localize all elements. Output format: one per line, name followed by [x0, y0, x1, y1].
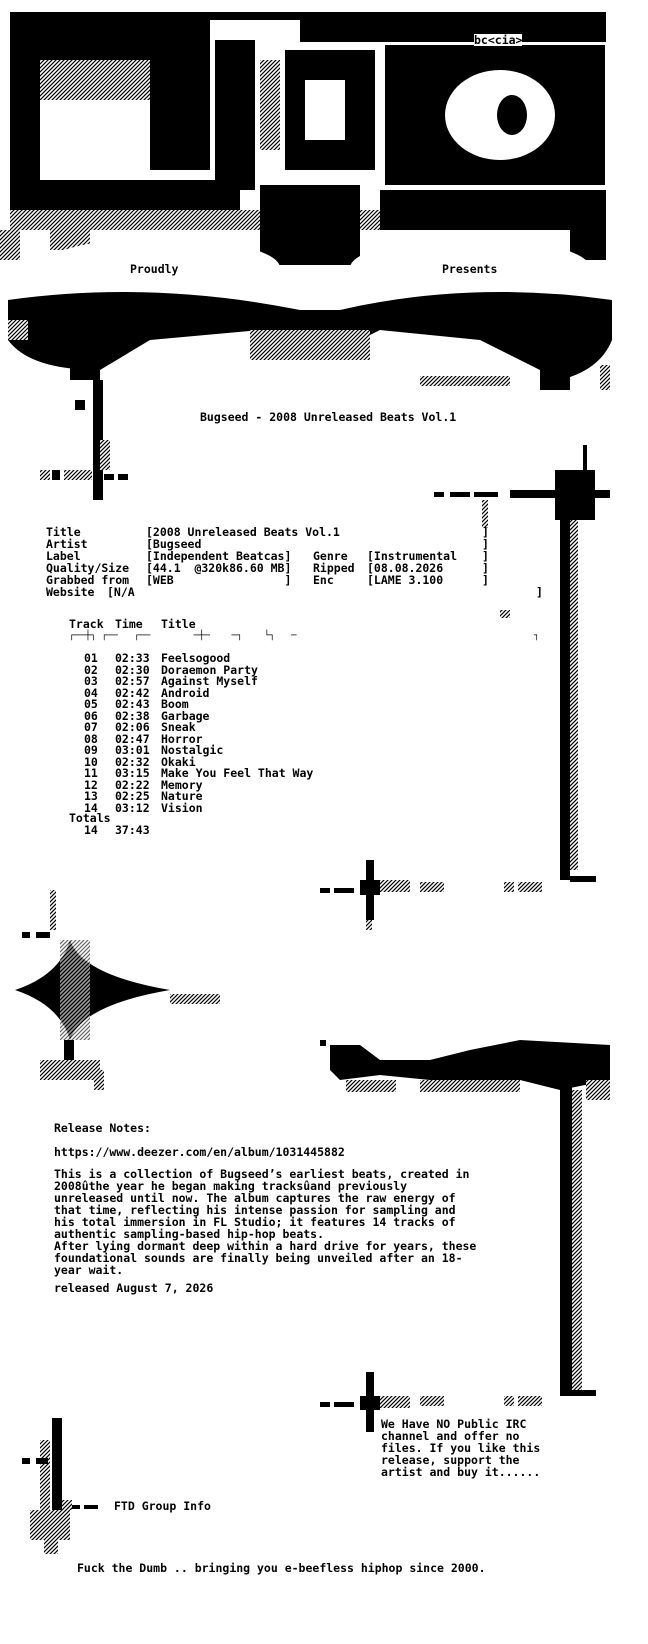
right-frame-art-1: [434, 445, 610, 892]
artist-label: Artist: [46, 537, 88, 551]
proudly-label: Proudly: [130, 262, 179, 276]
totals-time: 37:43: [115, 823, 150, 837]
track-time: 02:43: [115, 697, 150, 711]
title-close: ]: [482, 525, 489, 539]
irc-notice: We Have NO Public IRC channel and offer …: [381, 1417, 541, 1479]
label-label: Label: [46, 549, 81, 563]
genre-label: Genre: [313, 549, 348, 563]
track-number: 02: [84, 662, 98, 677]
art-credit: bc<cia>: [474, 33, 523, 47]
notes-heading: Release Notes:: [54, 1121, 151, 1135]
mask-art: [8, 238, 612, 410]
track-title: Horror: [161, 731, 203, 746]
notes-body: This is a collection of Bugseed’s earlie…: [54, 1167, 477, 1277]
quality-label: Quality/Size: [46, 561, 130, 575]
track-title: Make You Feel That Way: [161, 766, 314, 780]
tracklist-header-track: Track: [69, 617, 104, 631]
track-number: 08: [84, 731, 98, 746]
tracklist-header-title: Title: [161, 617, 196, 631]
track-number: 12: [84, 777, 98, 792]
track-title: Android: [161, 685, 210, 700]
grabbed-label: Grabbed from: [46, 573, 130, 587]
track-title: Garbage: [161, 708, 210, 723]
track-number: 07: [84, 720, 98, 734]
title-label: Title: [46, 525, 81, 539]
presents-label: Presents: [442, 262, 498, 276]
tracklist-rule: ┌──┼┐ ┌── ┌── ─┼─ ─┐ └┐ ─: [69, 631, 297, 641]
track-time: 02:42: [115, 685, 150, 700]
track-time: 03:01: [115, 743, 150, 757]
track-title: Boom: [161, 697, 189, 711]
track-number: 14: [84, 800, 98, 815]
track-time: 03:15: [115, 766, 150, 780]
track-time: 03:12: [115, 800, 150, 815]
track-title: Memory: [161, 777, 203, 792]
track-time: 02:32: [115, 754, 150, 769]
artist-close: ]: [482, 537, 489, 551]
track-title: Doraemon Party: [161, 662, 258, 677]
left-stem-art: [40, 380, 128, 500]
track-time: 02:22: [115, 777, 150, 792]
track-time: 02:38: [115, 708, 150, 723]
track-title: Nostalgic: [161, 743, 224, 757]
totals-count: 14: [84, 823, 98, 837]
ripped-label: Ripped: [313, 561, 355, 575]
track-number: 01: [84, 651, 98, 665]
label-value: [Independent Beatcas]: [146, 549, 292, 563]
website-value: [N/A: [107, 585, 135, 599]
track-time: 02:06: [115, 720, 150, 734]
enc-label: Enc: [313, 573, 334, 587]
track-title: Vision: [161, 800, 203, 815]
tracklist-rule-end: ┐: [534, 631, 540, 641]
website-close: ]: [536, 585, 543, 599]
track-time: 02:25: [115, 789, 150, 803]
track-number: 03: [84, 674, 98, 688]
left-star-art: [15, 890, 220, 1090]
track-time: 02:47: [115, 731, 150, 746]
track-time: 02:30: [115, 662, 150, 677]
bottom-left-art: [22, 1418, 98, 1554]
track-number: 06: [84, 708, 98, 723]
website-label: Website: [46, 585, 95, 599]
enc-value: [LAME 3.100: [367, 573, 444, 587]
ftd-logo-art: [0, 12, 606, 265]
group-info-label: FTD Group Info: [114, 1499, 211, 1513]
track-title: Feelsogood: [161, 651, 231, 665]
right-wave-art: [320, 1040, 610, 1406]
title-value: [2008 Unreleased Beats Vol.1: [146, 525, 340, 539]
genre-close: ]: [482, 549, 489, 563]
lower-divider-art: [320, 1372, 444, 1432]
track-number: 05: [84, 697, 98, 711]
artist-value: [Bugseed: [146, 537, 202, 551]
ripped-close: ]: [482, 561, 489, 575]
middle-divider-art: [320, 860, 444, 930]
track-number: 13: [84, 789, 98, 803]
track-number: 10: [84, 754, 98, 769]
track-number: 11: [84, 766, 98, 780]
totals-label: Totals: [69, 811, 111, 825]
ripped-value: [08.08.2026: [367, 561, 444, 575]
track-number: 09: [84, 743, 98, 757]
track-title: Nature: [161, 789, 203, 803]
track-time: 02:33: [115, 651, 150, 665]
genre-value: [Instrumental: [367, 549, 458, 563]
track-number: 04: [84, 685, 98, 700]
grabbed-value: [WEB ]: [146, 573, 292, 587]
tracklist-header-time: Time: [115, 617, 143, 631]
notes-url[interactable]: https://www.deezer.com/en/album/10314458…: [54, 1145, 345, 1159]
track-title: Against Myself: [161, 674, 258, 688]
track-title: Okaki: [161, 754, 196, 769]
release-title: Bugseed - 2008 Unreleased Beats Vol.1: [200, 410, 457, 424]
tagline: Fuck the Dumb .. bringing you e-beefless…: [77, 1561, 486, 1575]
enc-close: ]: [482, 573, 489, 587]
notes-released: released August 7, 2026: [54, 1281, 214, 1295]
track-title: Sneak: [161, 720, 196, 734]
quality-value: [44.1 @320k86.60 MB]: [146, 561, 292, 575]
track-time: 02:57: [115, 674, 150, 688]
